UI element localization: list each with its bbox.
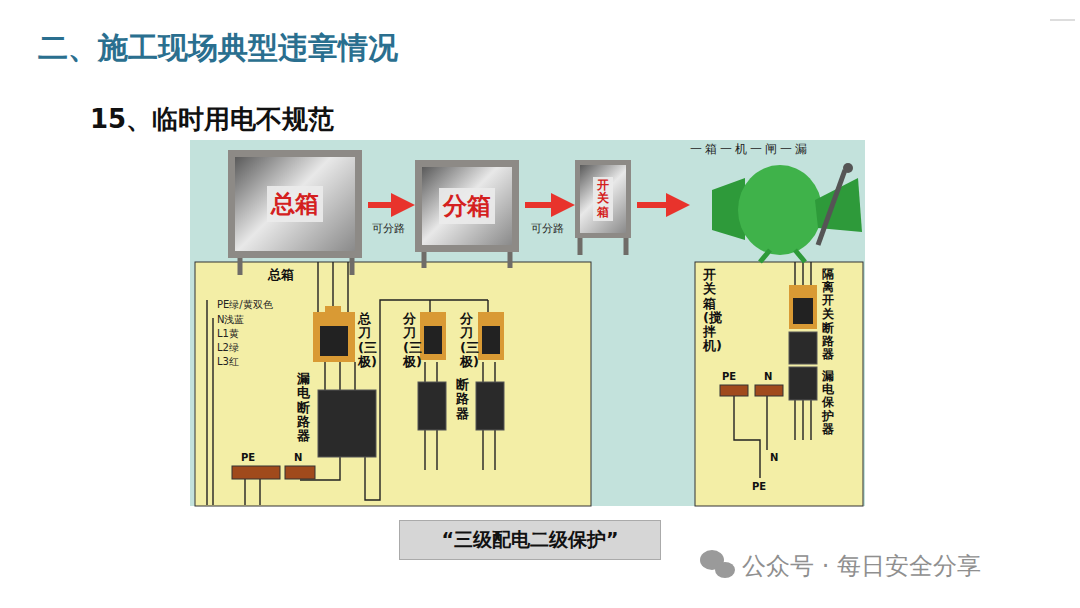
breaker xyxy=(318,332,817,457)
part-name: 总刀(三极) xyxy=(358,312,371,369)
box-label: 开关箱 xyxy=(593,177,613,221)
slide-title: 二、施工现场典型违章情况 xyxy=(38,28,398,69)
wechat-icon xyxy=(700,550,735,578)
part-name: 漏电保护器 xyxy=(822,370,834,436)
wire-label: N浅蓝 xyxy=(217,313,244,327)
wire-label: PE绿/黄双色 xyxy=(217,298,273,312)
wiring xyxy=(207,262,811,505)
flow-arrow xyxy=(368,202,409,208)
part-name: 隔离开关 xyxy=(822,268,834,321)
caption-box: “三级配电二级保护” xyxy=(399,520,661,560)
part-name: 分刀(三极) xyxy=(460,312,473,369)
part-name: 开关箱(搅拌机) xyxy=(703,268,716,354)
edge-label: 可分路 xyxy=(531,221,564,236)
distribution-box: 开关箱 xyxy=(575,160,631,238)
mixer xyxy=(712,163,862,262)
wire-label: PE xyxy=(241,452,255,463)
panel-switch xyxy=(695,262,863,506)
wire-label: L1黄 xyxy=(217,327,239,341)
knife-switch xyxy=(313,285,817,362)
terminal-bar xyxy=(232,385,783,479)
box-label: 总箱 xyxy=(267,186,323,222)
panel-main xyxy=(195,262,591,506)
wire-label: N xyxy=(294,452,302,463)
flow-arrow xyxy=(637,202,684,208)
wire-label: N xyxy=(764,371,772,382)
subtitle: 15、临时用电不规范 xyxy=(90,102,334,137)
distribution-box: 分箱 xyxy=(415,160,519,252)
edge-label: 可分路 xyxy=(372,221,405,236)
illustration-ground xyxy=(190,140,865,506)
watermark: 公众号 · 每日安全分享 xyxy=(742,550,981,582)
part-name: 断路器 xyxy=(822,322,834,362)
wire-label: L2绿 xyxy=(217,341,239,355)
subtitle-node: 15、临时用电不规范 xyxy=(90,96,410,143)
wire-label: 总箱 xyxy=(268,266,294,284)
distribution-box: 总箱 xyxy=(228,150,362,258)
flow-arrow xyxy=(525,202,569,208)
wire-label: L3红 xyxy=(217,355,239,369)
rule-note: 一箱一机一闸一漏 xyxy=(690,141,810,158)
mixer-node: 一箱一机一闸一漏 xyxy=(690,141,862,262)
part-name: 漏电断路器 xyxy=(297,372,310,443)
wire-label: N xyxy=(770,452,778,463)
part-name: 断路器 xyxy=(456,378,469,421)
wire-label: PE xyxy=(752,481,766,492)
deco-line xyxy=(1050,19,1075,21)
box-label: 分箱 xyxy=(439,188,495,224)
wire-label: PE xyxy=(722,371,736,382)
part-name: 分刀(三极) xyxy=(403,312,416,369)
